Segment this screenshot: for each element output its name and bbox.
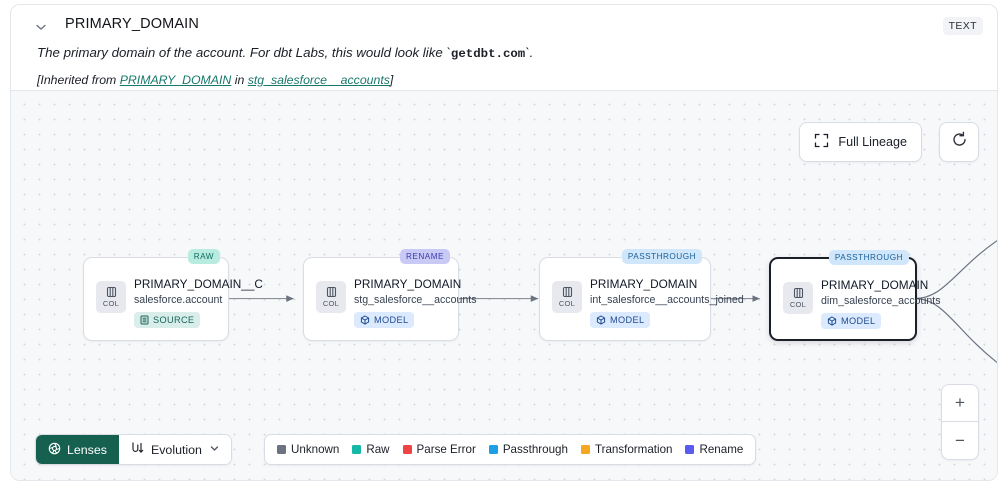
node-kind-badge: MODEL <box>821 313 882 329</box>
inherited-close: ] <box>389 73 394 87</box>
legend-swatch <box>580 445 590 454</box>
chevron-down-icon <box>209 443 220 457</box>
node-tag: PASSTHROUGH <box>828 250 909 265</box>
edge-out-2 <box>914 297 997 363</box>
node-kind-badge: SOURCE <box>134 312 201 328</box>
column-icon: COL <box>783 282 813 314</box>
lineage-legend: Unknown Raw Parse Error Passthrough Tran… <box>264 434 757 465</box>
zoom-controls[interactable]: + − <box>941 384 979 460</box>
column-icon: COL <box>552 281 582 313</box>
lenses-toolbar: Lenses Evolution <box>35 434 232 465</box>
legend-label: Transformation <box>594 443 673 456</box>
expand-icon <box>814 133 829 151</box>
description-prefix: The primary domain of the account. For d… <box>37 45 451 60</box>
header-title-row: PRIMARY_DOMAIN TEXT <box>11 13 997 41</box>
refresh-button[interactable] <box>939 122 979 162</box>
node-kind-label: MODEL <box>841 316 876 326</box>
node-kind-label: MODEL <box>374 315 409 325</box>
legend-swatch <box>352 445 362 454</box>
legend-swatch <box>277 445 286 454</box>
node-subtitle: stg_salesforce__accounts <box>354 294 477 306</box>
legend-label: Parse Error <box>416 443 476 456</box>
full-lineage-button[interactable]: Full Lineage <box>799 122 922 162</box>
column-description: The primary domain of the account. For d… <box>37 45 533 61</box>
inherited-column-link[interactable]: PRIMARY_DOMAIN <box>119 73 232 87</box>
lenses-label: Lenses <box>67 442 107 457</box>
refresh-icon <box>951 131 968 153</box>
node-tag: PASSTHROUGH <box>621 249 702 264</box>
column-chip-label: COL <box>558 299 576 308</box>
evolution-dropdown[interactable]: Evolution <box>118 435 231 464</box>
inherited-model-link[interactable]: stg_salesforce__accounts <box>247 73 390 87</box>
legend-label: Unknown <box>291 443 340 456</box>
node-title: PRIMARY_DOMAIN <box>590 277 698 291</box>
node-kind-badge: MODEL <box>354 312 415 328</box>
node-title: PRIMARY_DOMAIN <box>354 277 462 291</box>
description-suffix: `. <box>525 45 534 60</box>
column-icon: COL <box>316 281 346 313</box>
legend-item: Parse Error <box>402 443 476 456</box>
column-lineage-panel: PRIMARY_DOMAIN TEXT The primary domain o… <box>10 4 998 481</box>
column-chip-label: COL <box>322 299 340 308</box>
zoom-in-button[interactable]: + <box>942 385 978 422</box>
lineage-node[interactable]: RAW COL PRIMARY_DOMAIN__C salesforce.acc… <box>83 249 263 341</box>
lineage-canvas[interactable]: RAW COL PRIMARY_DOMAIN__C salesforce.acc… <box>11 91 997 480</box>
evolution-label: Evolution <box>150 442 202 457</box>
page-title: PRIMARY_DOMAIN <box>65 16 199 32</box>
description-code: getdbt.com <box>450 47 526 61</box>
legend-swatch <box>488 445 498 454</box>
aperture-icon <box>48 442 61 458</box>
lineage-node-selected[interactable]: PASSTHROUGH COL PRIMARY_DOMAIN dim_sales… <box>769 250 941 341</box>
node-kind-badge: MODEL <box>590 312 651 328</box>
node-tag: RENAME <box>399 249 450 264</box>
node-kind-label: MODEL <box>610 315 645 325</box>
inherited-from-note: [Inherited from PRIMARY_DOMAIN in stg_sa… <box>37 73 393 87</box>
legend-item: Transformation <box>580 443 673 456</box>
node-subtitle: dim_salesforce_accounts <box>821 295 941 307</box>
zoom-out-button[interactable]: − <box>955 430 965 450</box>
flow-icon <box>130 441 144 458</box>
legend-swatch <box>402 445 412 454</box>
full-lineage-label: Full Lineage <box>838 135 907 149</box>
legend-item: Rename <box>685 443 743 456</box>
lineage-node[interactable]: PASSTHROUGH COL PRIMARY_DOMAIN int_sales… <box>539 249 744 341</box>
column-chip-label: COL <box>102 299 120 308</box>
column-icon: COL <box>96 281 126 313</box>
lenses-button[interactable]: Lenses <box>36 435 119 464</box>
legend-swatch <box>685 445 695 454</box>
inherited-open: [Inherited from <box>37 73 120 87</box>
legend-label: Passthrough <box>502 443 568 456</box>
node-kind-label: SOURCE <box>153 315 195 325</box>
legend-item: Raw <box>352 443 390 456</box>
column-chip-label: COL <box>789 300 807 309</box>
panel-header: PRIMARY_DOMAIN TEXT The primary domain o… <box>11 5 997 91</box>
node-subtitle: salesforce.account <box>134 294 223 306</box>
lineage-node[interactable]: RENAME COL PRIMARY_DOMAIN stg_salesforce… <box>303 249 477 341</box>
legend-item: Unknown <box>277 443 339 456</box>
node-title: PRIMARY_DOMAIN__C <box>134 277 263 291</box>
inherited-mid: in <box>231 73 248 87</box>
type-badge: TEXT <box>942 17 983 35</box>
legend-label: Rename <box>699 443 744 456</box>
node-title: PRIMARY_DOMAIN <box>821 278 929 292</box>
chevron-down-icon[interactable] <box>33 19 49 35</box>
legend-label: Raw <box>366 443 390 456</box>
legend-item: Passthrough <box>488 443 568 456</box>
node-subtitle: int_salesforce__accounts_joined <box>590 294 744 306</box>
node-tag: RAW <box>187 249 220 264</box>
